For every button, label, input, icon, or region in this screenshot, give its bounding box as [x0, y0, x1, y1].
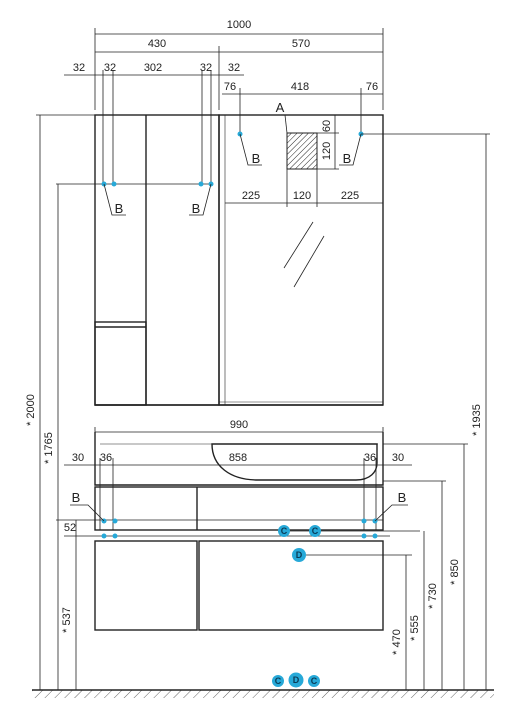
marker-c-label: C [312, 526, 319, 536]
dim-vanity-span: 858 [229, 452, 247, 464]
marker-c-label: C [281, 526, 288, 536]
marker-c [309, 525, 321, 537]
dim-height-850: * 850 [449, 559, 461, 585]
dim-outlet-width: 120 [293, 190, 311, 202]
fixing-point [361, 518, 367, 524]
vanity-fixings: B B [70, 490, 408, 539]
dim-vanity-edge-right: 36 [364, 452, 376, 464]
marker-d-label: D [293, 675, 300, 685]
fixing-point [198, 181, 204, 187]
label-b: B [192, 201, 201, 216]
marker-c [278, 525, 290, 537]
label-b: B [398, 490, 407, 505]
dim-height-1765: * 1765 [43, 432, 55, 464]
dim-cabinet-width: 430 [148, 38, 166, 50]
dim-height-537: * 537 [61, 607, 73, 633]
dim-mirror-width: 570 [292, 38, 310, 50]
marker-d-label: D [296, 550, 303, 560]
dim-cab-edge-2: 32 [200, 62, 212, 74]
dim-total-width: 1000 [227, 19, 251, 31]
dim-height-470: * 470 [391, 629, 403, 655]
dim-outlet-height-top: 60 [321, 120, 333, 132]
marker-c [272, 675, 284, 687]
top-width-dimensions: 1000 430 570 32 32 302 32 32 76 418 76 [64, 19, 384, 185]
dim-rail-gap: 52 [64, 522, 76, 534]
dim-basin-edge-left: 30 [72, 452, 84, 464]
fixing-point [111, 181, 117, 187]
marker-d [288, 672, 304, 688]
dim-height-730: * 730 [427, 583, 439, 609]
dim-basin-width: 990 [230, 419, 248, 431]
dim-height-2000: * 2000 [25, 394, 37, 426]
dim-mirror-edge-left: 76 [224, 81, 236, 93]
dim-basin-edge-right: 30 [392, 452, 404, 464]
dim-outlet-right: 225 [341, 190, 359, 202]
marker-c [308, 675, 320, 687]
dim-height-555: * 555 [409, 615, 421, 641]
label-b: B [343, 151, 352, 166]
dim-cab-span: 302 [144, 62, 162, 74]
left-height-dimensions: * 2000 * 1765 * 537 [25, 114, 95, 690]
connection-markers: C C D C D C [272, 525, 420, 688]
right-height-dimensions: * 1935 * 850 * 730 * 555 * 470 [361, 133, 490, 690]
marker-d [292, 548, 306, 562]
floor [32, 689, 494, 698]
dim-outlet-height: 120 [321, 142, 333, 160]
dim-mirror-span: 418 [291, 81, 309, 93]
marker-c-label: C [275, 676, 282, 686]
mirror-fixings: B B [237, 131, 364, 166]
fixing-point [112, 518, 118, 524]
cabinet-fixings: B B [56, 181, 214, 216]
basin: 990 30 36 858 36 30 [64, 419, 412, 530]
label-b: B [115, 201, 124, 216]
marker-c-label: C [311, 676, 318, 686]
vanity-unit: 52 [56, 486, 390, 631]
fixing-point [361, 533, 367, 539]
dim-cab-edge-3: 32 [228, 62, 240, 74]
dim-outlet-left: 225 [242, 190, 260, 202]
dim-height-1935: * 1935 [471, 404, 483, 436]
fixing-point [101, 533, 107, 539]
dim-cab-edge-1: 32 [104, 62, 116, 74]
fixing-point [112, 533, 118, 539]
label-b: B [252, 151, 261, 166]
socket-outlet-a: A 60 120 225 120 225 [225, 100, 383, 207]
fixing-point [372, 533, 378, 539]
dim-vanity-edge-left: 36 [100, 452, 112, 464]
dim-cab-edge-left: 32 [73, 62, 85, 74]
label-b: B [72, 490, 81, 505]
wall-cabinet [94, 114, 220, 406]
label-a: A [276, 100, 285, 115]
dim-mirror-edge-right: 76 [366, 81, 378, 93]
